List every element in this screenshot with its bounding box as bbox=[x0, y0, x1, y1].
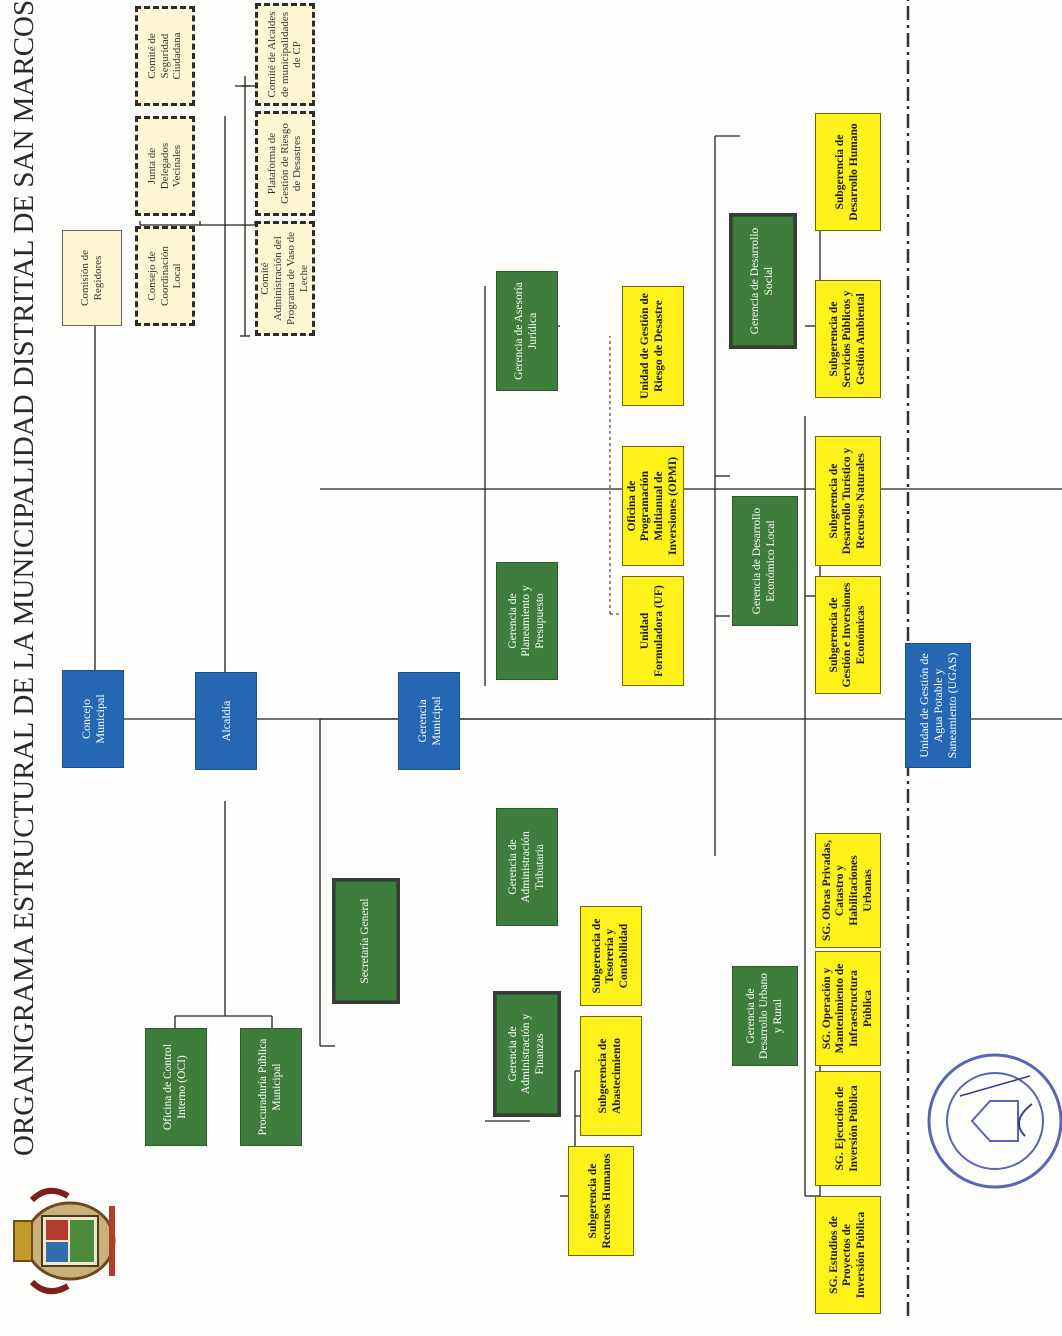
node-consejo-coordinacion-local: Consejo de Coordinación Local bbox=[135, 226, 195, 326]
node-junta-delegados-vecinales: Junta de Delegados Vecinales bbox=[135, 116, 195, 216]
node-gerencia-desarrollo-social: Gerencia de Desarrollo Social bbox=[732, 216, 794, 346]
node-gerencia-desarrollo-urbano-rural: Gerencia de Desarrollo Urbano y Rural bbox=[732, 966, 798, 1066]
node-subgerencia-servicios-publicos: Subgerencia de Servicios Públicos y Gest… bbox=[815, 280, 881, 398]
coat-of-arms-logo bbox=[13, 1187, 116, 1295]
node-subgerencia-recursos-humanos: Subgerencia de Recursos Humanos bbox=[568, 1146, 634, 1256]
node-comision-regidores: Comisión de Regidores bbox=[62, 230, 122, 326]
node-gerencia-desarrollo-economico: Gerencia de Desarrollo Económico Local bbox=[732, 496, 798, 626]
node-secretaria-general: Secretaría General bbox=[335, 881, 397, 1001]
node-comite-vaso-de-leche: Comité Administración del Programa de Va… bbox=[255, 221, 315, 336]
node-comite-seguridad-ciudadana: Comité de Seguridad Ciudadana bbox=[135, 6, 195, 106]
node-sg-estudios-proyectos: SG. Estudios de Proyectos de Inversión P… bbox=[815, 1196, 881, 1314]
node-sg-operacion-mantenimiento: SG. Operación y Mantenimiento de Infraes… bbox=[815, 951, 881, 1066]
node-gerencia-municipal: Gerencia Municipal bbox=[398, 672, 460, 770]
node-gerencia-asesoria-juridica: Gerencia de Asesoría Jurídica bbox=[496, 271, 558, 391]
node-comite-alcaldes-cp: Comité de Alcaldes de municipalidades de… bbox=[255, 3, 315, 106]
node-gerencia-planeamiento-presupuesto: Gerencia de Planeamiento y Presupuesto bbox=[496, 562, 558, 680]
node-subgerencia-gestion-inversiones: Subgerencia de Gestión e Inversiones Eco… bbox=[815, 576, 881, 694]
node-plataforma-gestion-riesgo: Plataforma de Gestión de Riesgo de Desas… bbox=[255, 111, 315, 216]
node-sg-ejecucion-inversion: SG. Ejecución de Inversión Pública bbox=[815, 1071, 881, 1186]
node-subgerencia-abastecimiento: Subgerencia de Abastecimiento bbox=[580, 1016, 642, 1136]
node-ugas: Unidad de Gestión de Agua Potable y Sane… bbox=[905, 643, 971, 768]
node-unidad-formuladora: Unidad Formuladora (UF) bbox=[622, 576, 684, 686]
node-subgerencia-tesoreria-contabilidad: Subgerencia de Tesorería y Contabilidad bbox=[580, 906, 642, 1006]
node-alcaldia: Alcaldía bbox=[195, 672, 257, 770]
node-procuraduria-publica: Procuraduría Pública Municipal bbox=[240, 1028, 302, 1146]
node-unidad-gestion-riesgo: Unidad de Gestión de Riesgo de Desastre bbox=[622, 286, 684, 406]
node-subgerencia-desarrollo-turistico: Subgerencia de Desarrollo Turístico y Re… bbox=[815, 436, 881, 566]
node-opmi: Oficina de Programación Multianual de In… bbox=[622, 446, 684, 566]
municipal-seal-stamp bbox=[927, 1053, 1062, 1189]
node-sg-obras-privadas-catastro: SG. Obras Privadas, Catastro y Habilitac… bbox=[815, 833, 881, 948]
node-oficina-control-interno: Oficina de Control Interno (OCI) bbox=[145, 1028, 207, 1146]
node-subgerencia-desarrollo-humano: Subgerencia de Desarrollo Humano bbox=[815, 113, 881, 231]
node-concejo-municipal: Concejo Municipal bbox=[62, 670, 124, 768]
node-gerencia-administracion-finanzas: Gerencia de Administración y Finanzas bbox=[496, 994, 558, 1114]
node-gerencia-administracion-tributaria: Gerencia de Administración Tributaria bbox=[496, 808, 558, 926]
